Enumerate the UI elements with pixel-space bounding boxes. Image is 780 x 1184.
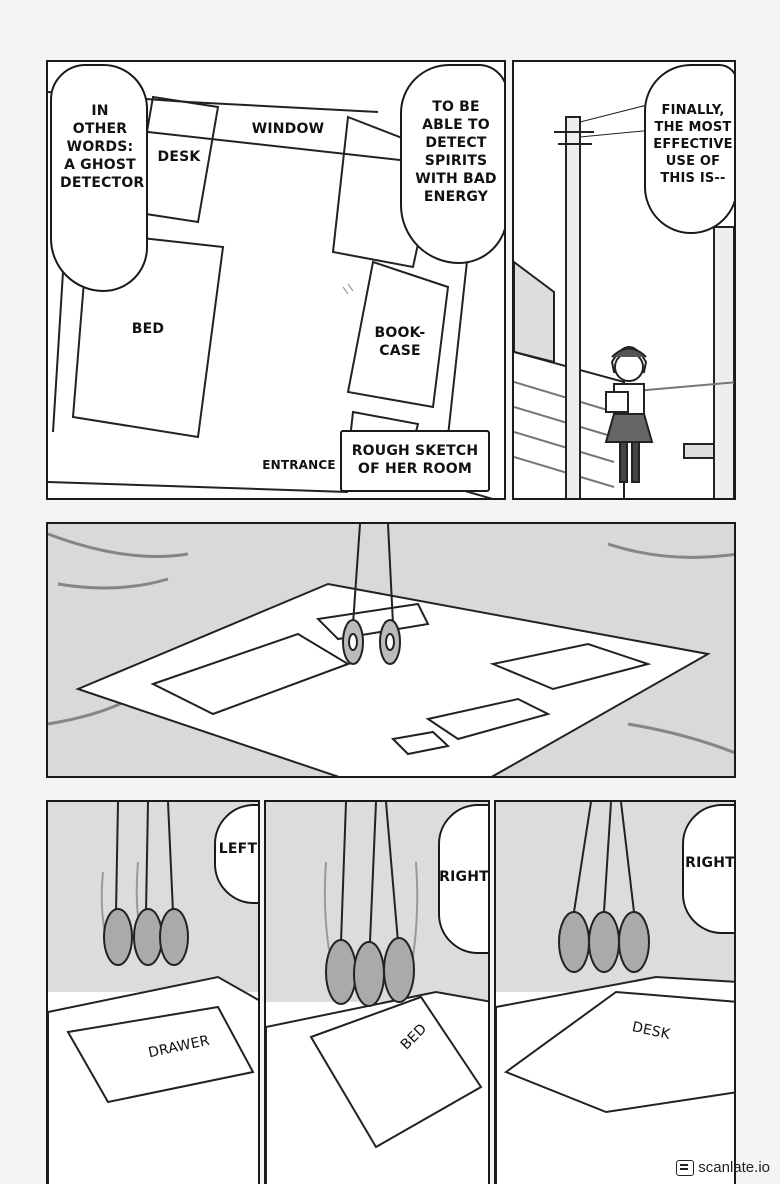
street-scene-drawing bbox=[514, 82, 734, 498]
pendulum-coins bbox=[342, 524, 401, 665]
pendulum-coins bbox=[103, 802, 189, 966]
bubble-text-ghost-detector: IN OTHER WORDS: A GHOST DETECTOR bbox=[60, 103, 145, 191]
panel-right-bed: RIGHT BED bbox=[264, 800, 490, 1184]
bubble-text-right: RIGHT bbox=[685, 855, 735, 871]
panel-pendulum-map bbox=[46, 522, 736, 778]
panel-right-desk: RIGHT DESK bbox=[494, 800, 736, 1184]
label-bed: BED bbox=[131, 321, 165, 337]
bubble-text-right: RIGHT bbox=[439, 869, 489, 885]
speech-bubble-right bbox=[400, 64, 504, 264]
bubble-text-detect-spirits: TO BE ABLE TO DETECT SPIRITS WITH BAD EN… bbox=[415, 99, 497, 205]
label-desk: DESK bbox=[157, 149, 201, 165]
bubble-text-finally: FINALLY, THE MOST EFFECTIVE USE OF THIS … bbox=[653, 103, 733, 186]
panel-girl-street: FINALLY, THE MOST EFFECTIVE USE OF THIS … bbox=[512, 60, 736, 500]
label-bookcase: BOOK- CASE bbox=[374, 325, 426, 359]
bookcase-outline bbox=[346, 260, 450, 409]
label-window: WINDOW bbox=[251, 121, 325, 137]
pendulum-coins bbox=[325, 802, 415, 1007]
girl-figure bbox=[604, 346, 654, 483]
bed-outline bbox=[71, 230, 225, 439]
utility-pole bbox=[565, 116, 581, 498]
pendulum-coins bbox=[558, 802, 650, 973]
label-entrance: ENTRANCE bbox=[262, 458, 336, 472]
bubble-text-left: LEFT bbox=[218, 841, 258, 857]
watermark: scanlate.io bbox=[676, 1159, 770, 1176]
desk-scene-drawing bbox=[496, 802, 734, 1184]
scanlate-logo-icon bbox=[676, 1159, 695, 1176]
speech-bubble-finally bbox=[644, 64, 734, 234]
pendulum-map-drawing bbox=[48, 524, 734, 776]
paper-map bbox=[75, 582, 711, 776]
drawer-scene-drawing bbox=[48, 802, 258, 1184]
speech-bubble-left bbox=[50, 64, 148, 292]
panel-room-sketch: IN OTHER WORDS: A GHOST DETECTOR TO BE A… bbox=[46, 60, 506, 500]
caption-rough-sketch: ROUGH SKETCH OF HER ROOM bbox=[351, 443, 479, 477]
caption-box bbox=[340, 430, 490, 492]
panel-left-drawer: LEFT DRAWER bbox=[46, 800, 260, 1184]
watermark-text: scanlate.io bbox=[698, 1159, 770, 1176]
